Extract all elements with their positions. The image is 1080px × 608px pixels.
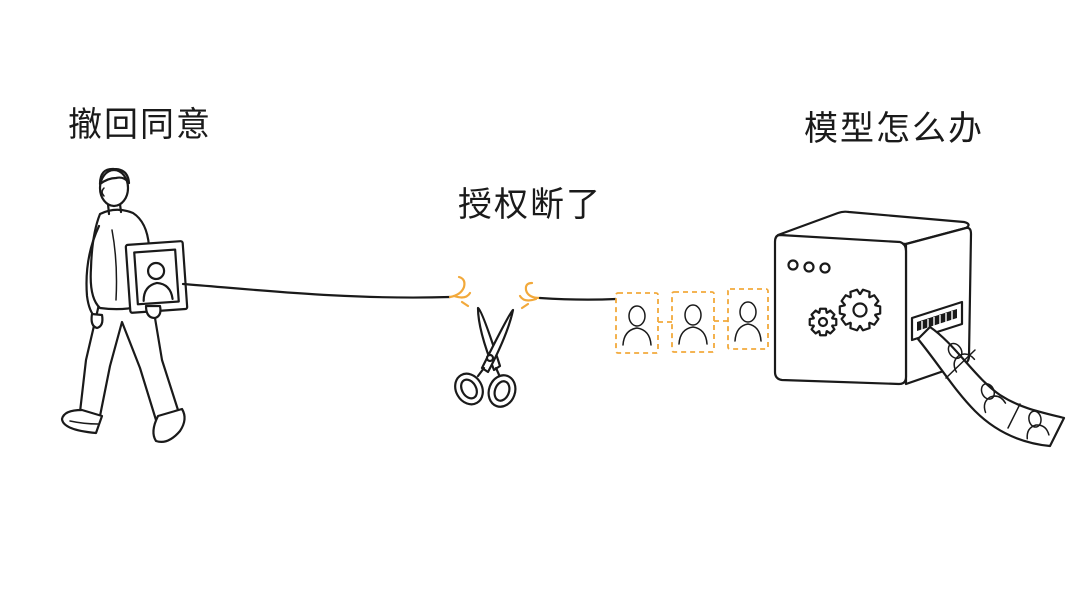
dashed-frame (671, 291, 715, 353)
scissors-loop-right-inner (493, 380, 511, 402)
machine-indicator-light (819, 262, 831, 274)
machine-indicator-light (787, 259, 799, 271)
person-hand (90, 312, 104, 330)
machine-slot-opening (917, 309, 957, 331)
caption-withdraw-consent: 撤回同意 (68, 105, 212, 145)
portrait-icon (622, 305, 652, 346)
frayed-end-left (448, 275, 472, 308)
consent-string-left (181, 282, 452, 299)
person-holding-hand (144, 304, 162, 320)
frayed-end-right (518, 281, 542, 310)
frame-portrait-head (146, 261, 166, 281)
scissors-loop-right (487, 374, 517, 408)
frame-portrait-shoulders (142, 281, 174, 303)
dashed-frame (615, 292, 659, 354)
scissors-loop-left (454, 372, 484, 406)
caption-authorization-cut: 授权断了 (458, 185, 602, 225)
person-trousers (78, 298, 180, 422)
person-right-shoe (152, 407, 186, 443)
portrait-icon (678, 304, 708, 345)
portrait-card-1 (615, 292, 659, 354)
frame-inner (133, 248, 180, 306)
scissors-icon (454, 306, 517, 408)
person-jacket-seam (111, 229, 118, 301)
person-ear (101, 187, 105, 197)
gear-icon (808, 307, 838, 337)
scissors-handle-1 (476, 366, 486, 378)
portrait-card-2 (671, 291, 715, 353)
person-shoe-line (69, 420, 99, 425)
machine-slot-rollers (921, 311, 953, 330)
scissors-loop-left-inner (460, 378, 478, 400)
gear-hub (817, 316, 829, 328)
portrait-icon (734, 301, 762, 342)
gear-icon (838, 288, 882, 332)
scissors-pivot (485, 353, 495, 363)
portrait-frame-icon (124, 240, 189, 314)
person-left-shoe (60, 408, 104, 435)
photo-strip-icon (916, 325, 1066, 448)
photo-strip (916, 325, 1066, 448)
portrait-icon (947, 342, 976, 373)
strip-divider (1007, 403, 1021, 429)
machine-indicator-light (803, 261, 815, 273)
walking-person-icon (60, 167, 186, 443)
portrait-card-3 (727, 288, 769, 350)
caption-model-question: 模型怎么办 (804, 109, 984, 149)
portrait-icon (980, 383, 1007, 414)
machine-icon (773, 210, 973, 386)
gear-hub (852, 302, 868, 318)
strip-divider (945, 349, 976, 379)
consent-string-right (538, 296, 618, 301)
portrait-icon (1026, 410, 1050, 440)
person-hair (98, 167, 131, 186)
dashed-frame (727, 288, 769, 350)
